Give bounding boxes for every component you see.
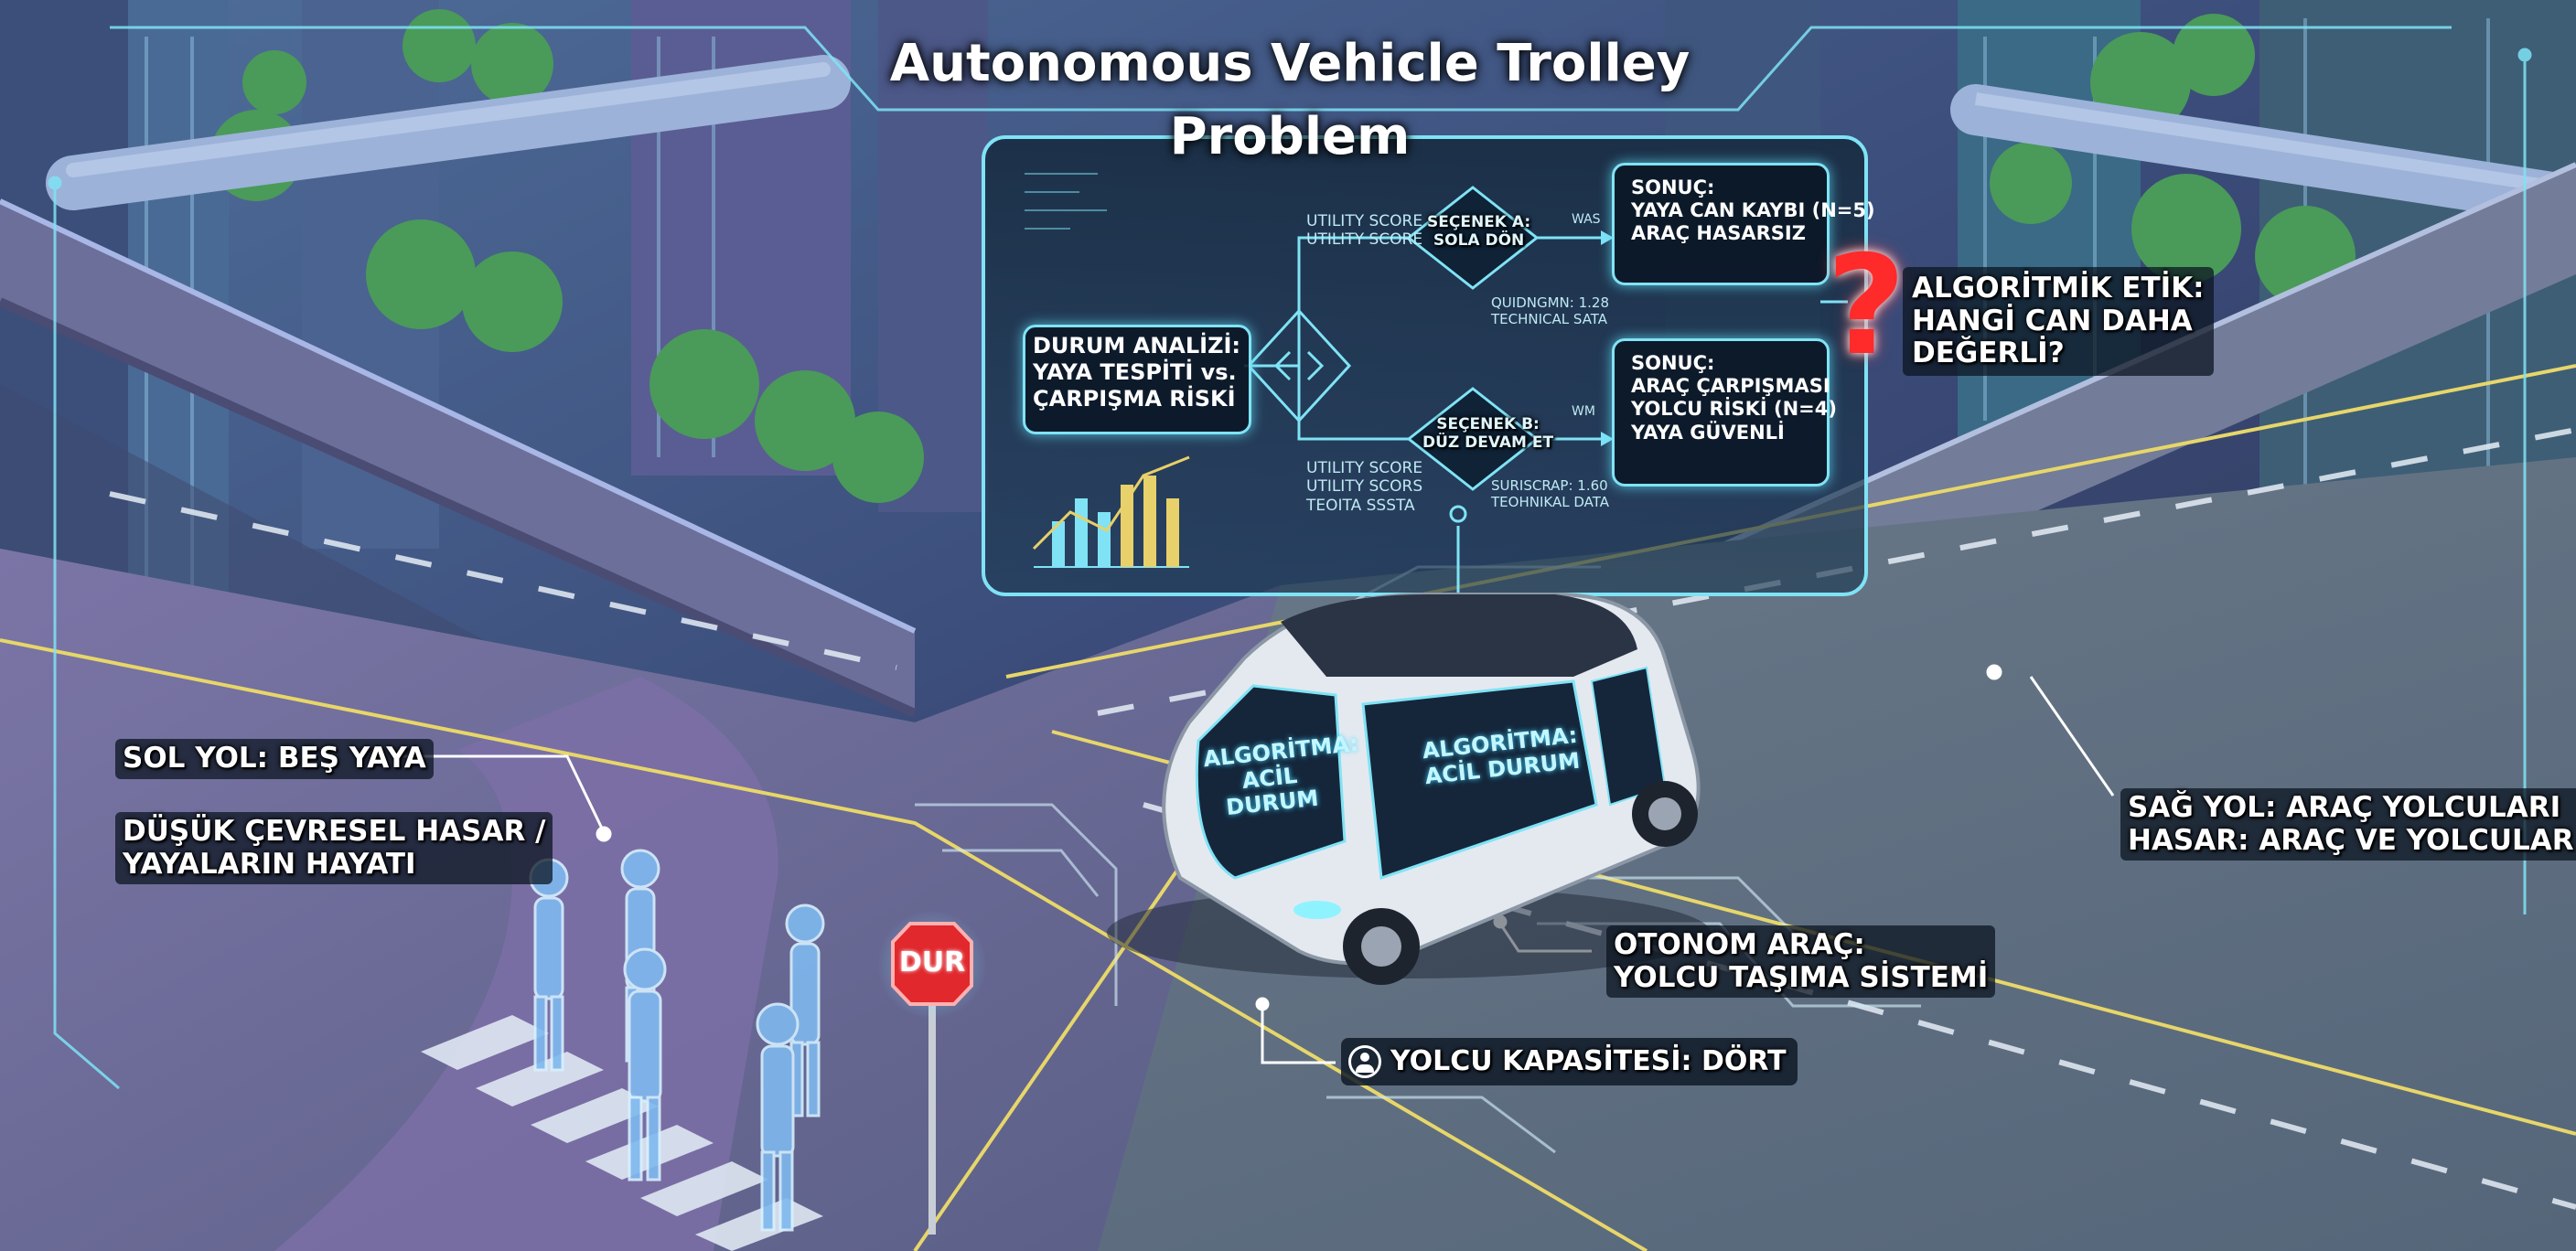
mini-bar-chart [1032, 455, 1190, 568]
pedestrian-5 [756, 1002, 800, 1232]
vehicle-label: OTONOM ARAÇ: YOLCU TAŞIMA SİSTEMİ [1606, 925, 1996, 999]
pedestrian-3 [623, 947, 667, 1182]
utility-score-a: UTILITY SCORE UTILITY SCORE [1306, 212, 1423, 250]
situation-analysis-box: DURUM ANALİZİ: YAYA TESPİTİ vs. ÇARPIŞMA… [1023, 325, 1251, 434]
arrow-tag-b: WM [1572, 404, 1595, 419]
result-a-text: SONUÇ: YAYA CAN KAYBI (N=5) ARAÇ HASARSI… [1631, 176, 1875, 245]
technical-data-a: QUIDNGMN: 1.28 TECHNICAL SATA [1491, 294, 1609, 327]
situation-analysis-text: DURUM ANALİZİ: YAYA TESPİTİ vs. ÇARPIŞMA… [1033, 333, 1241, 412]
stop-sign-icon [877, 910, 987, 1235]
vehicle-front-screen-text: ALGORİTMA: ACİL DURUM [1201, 730, 1360, 821]
option-b-label: SEÇENEK B: DÜZ DEVAM ET [1422, 415, 1554, 452]
autonomous-vehicle [1107, 593, 1711, 985]
elevated-pipes [46, 55, 2576, 227]
technical-data-b: SURISCRAP: 1.60 TEOHNIKAL DATA [1491, 477, 1609, 510]
utility-score-b: UTILITY SCORE UTILITY SCORS TEOITA SSSTA [1306, 459, 1423, 515]
hologram-frame [48, 26, 2532, 1090]
left-road-title: SOL YOL: BEŞ YAYA [115, 739, 434, 779]
diamond-icon [1246, 308, 1352, 423]
result-b-text: SONUÇ: ARAÇ ÇARPIŞMASI YOLCU RİSKİ (N=4)… [1631, 352, 1837, 444]
arrow-tag-a: WAS [1572, 212, 1601, 227]
stop-sign-text: DUR [898, 946, 966, 978]
result-b-box: SONUÇ: ARAÇ ÇARPIŞMASI YOLCU RİSKİ (N=4)… [1612, 338, 1837, 486]
capacity-label: YOLCU KAPASİTESİ: DÖRT [1390, 1044, 1787, 1077]
result-a-box: SONUÇ: YAYA CAN KAYBI (N=5) ARAÇ HASARSI… [1612, 163, 1875, 285]
question-mark-icon: ? [1826, 227, 1906, 386]
user-icon [1348, 1045, 1381, 1078]
right-road-label: SAĞ YOL: ARAÇ YOLCULARI HASAR: ARAÇ VE Y… [2120, 788, 2576, 861]
capacity-badge: YOLCU KAPASİTESİ: DÖRT [1341, 1038, 1798, 1085]
pedestrian-group [529, 849, 825, 1232]
algorithmic-ethics-label: ALGORİTMİK ETİK: HANGİ CAN DAHA DEĞERLİ? [1903, 267, 2214, 376]
option-a-label: SEÇENEK A: SOLA DÖN [1427, 213, 1531, 250]
left-road-detail: DÜŞÜK ÇEVRESEL HASAR / YAYALARIN HAYATI [115, 812, 553, 885]
page-title: Autonomous Vehicle Trolley Problem [889, 34, 1690, 166]
